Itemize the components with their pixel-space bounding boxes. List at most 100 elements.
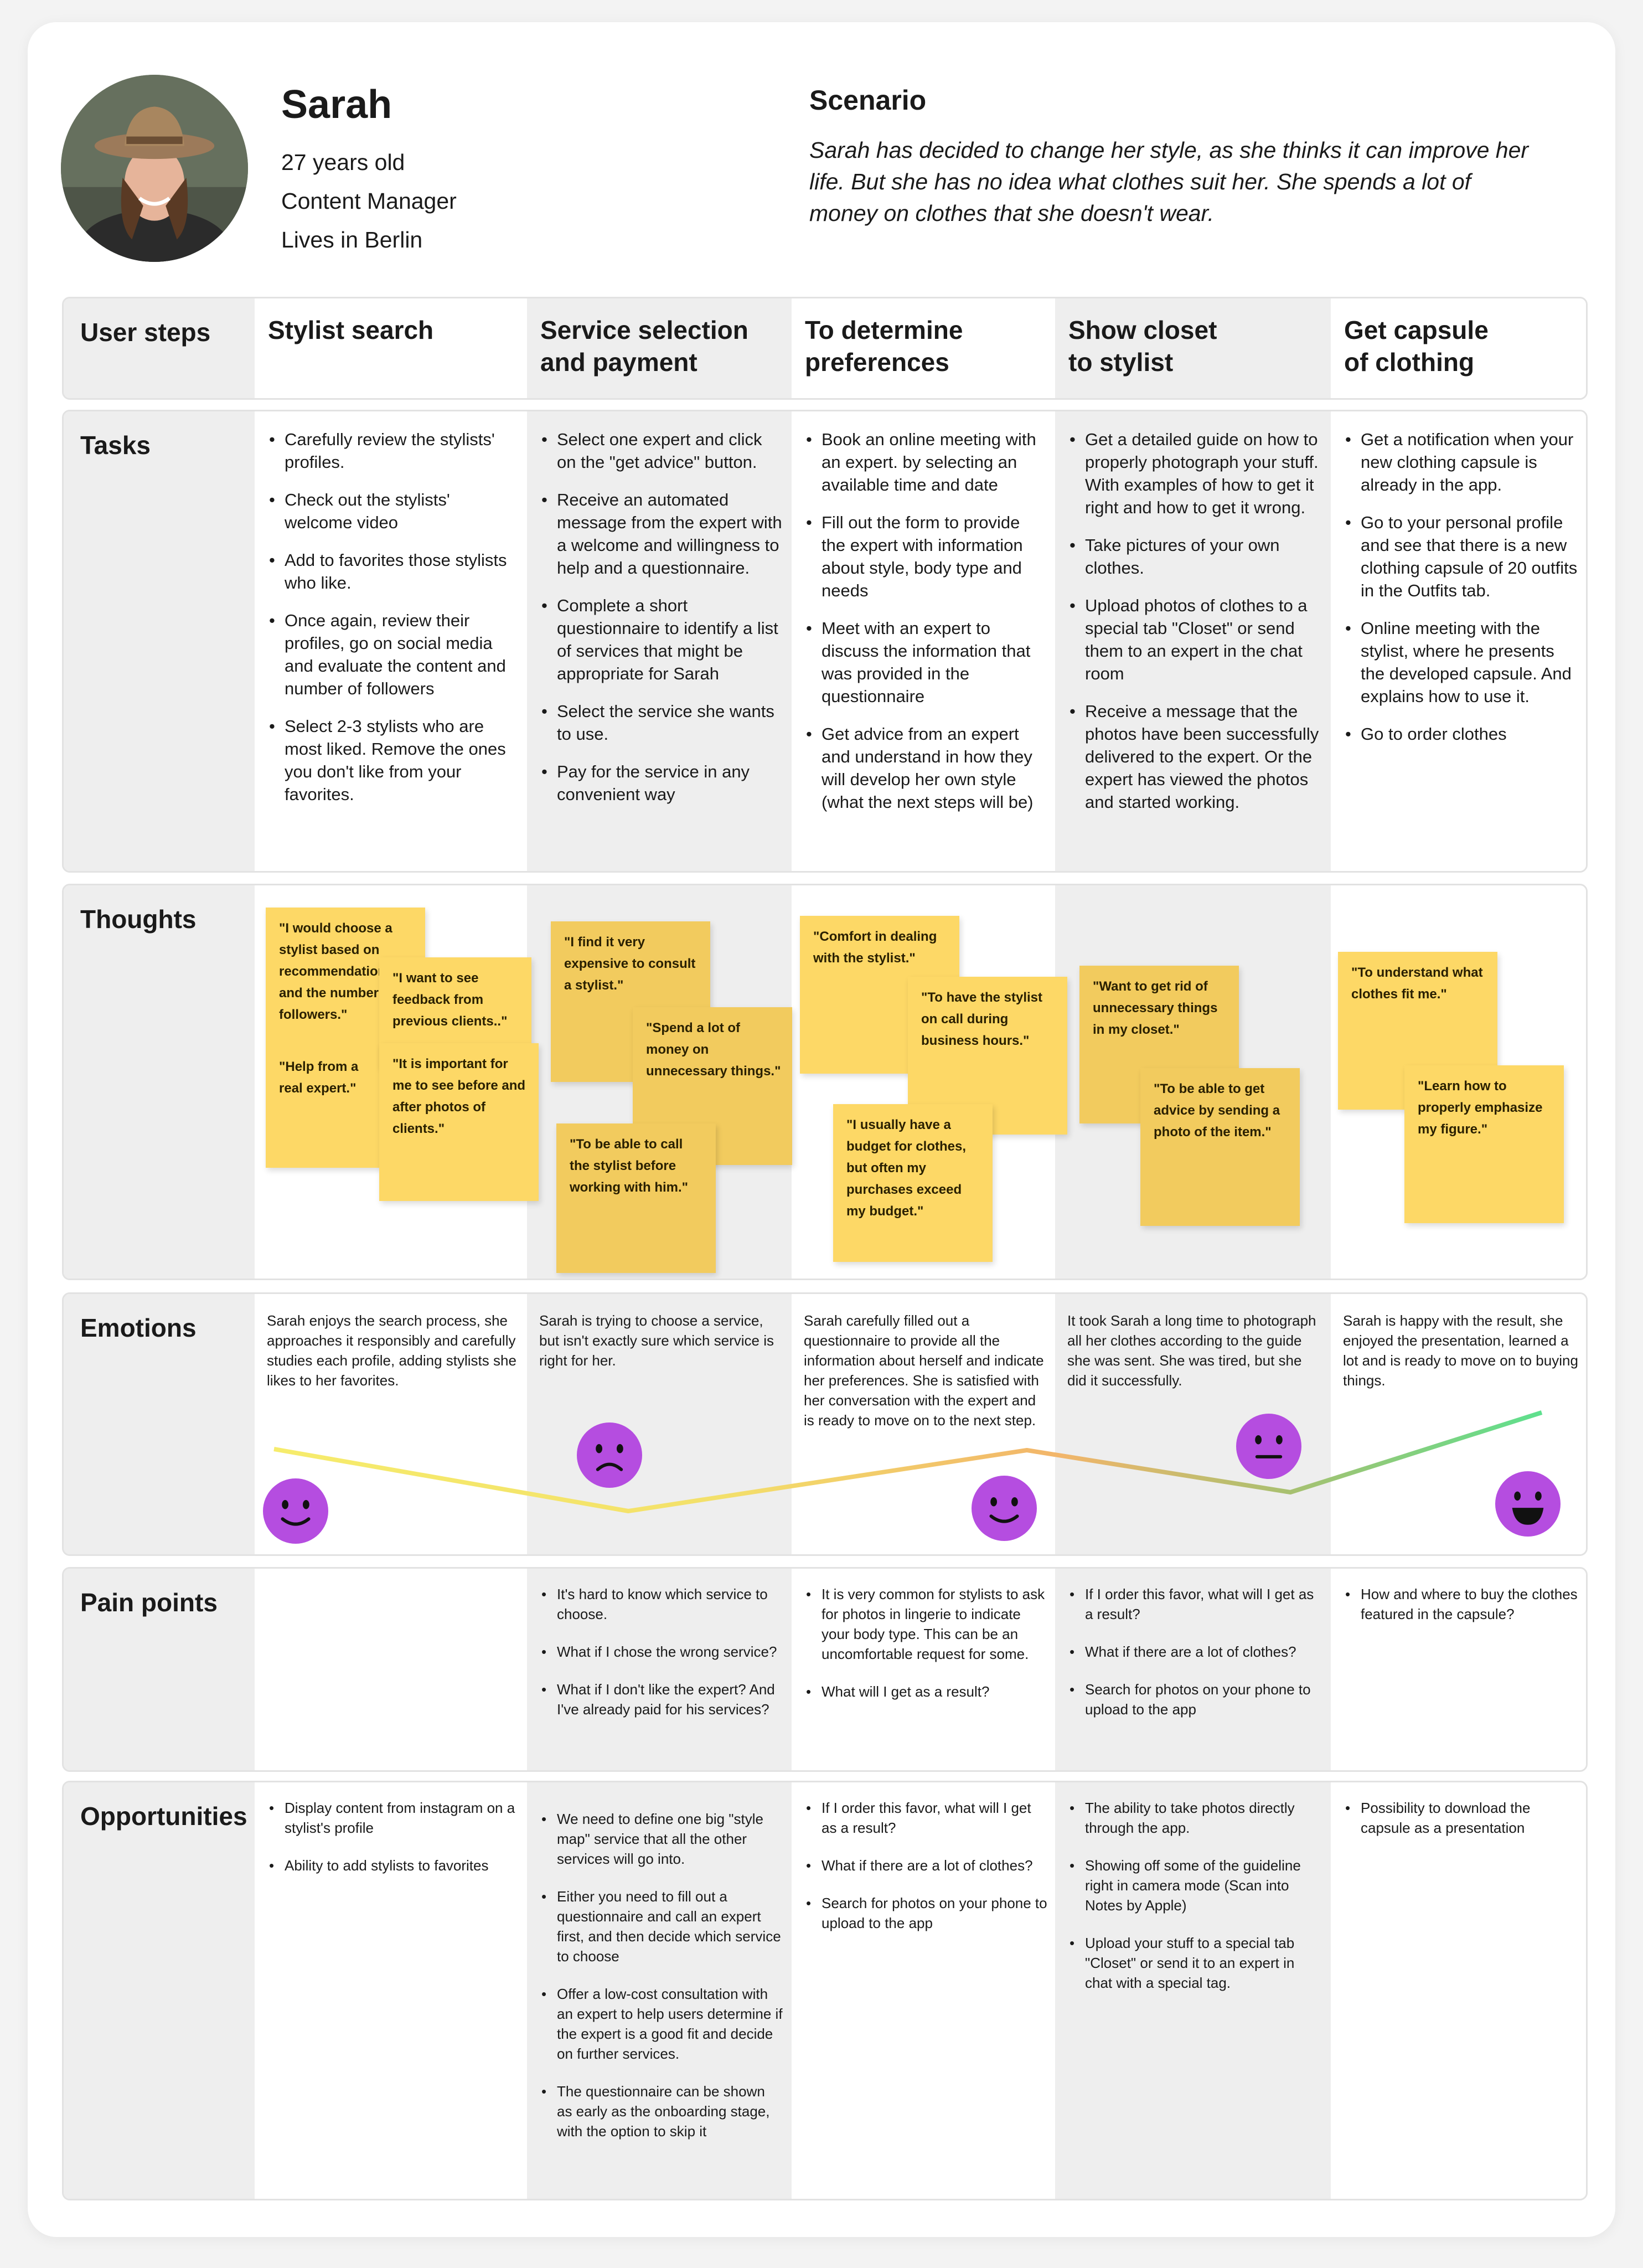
pain-point-item: How and where to buy the clothes feature…: [1343, 1584, 1578, 1624]
opportunity-item: We need to define one big "style map" se…: [539, 1809, 784, 1869]
pain-point-item: What if I don't like the expert? And I'v…: [539, 1679, 784, 1719]
step-title: Stylist search: [268, 316, 434, 344]
persona-location: Lives in Berlin: [281, 227, 423, 252]
task-item: Get advice from an expert and understand…: [804, 723, 1047, 813]
task-item: Add to favorites those stylists who like…: [267, 549, 519, 594]
sticky-note[interactable]: "I usually have a budget for clothes, bu…: [833, 1104, 993, 1262]
pain-point-item: What if there are a lot of clothes?: [1067, 1642, 1323, 1662]
thoughts-row: Thoughts "I would choose a stylist based…: [62, 884, 1588, 1280]
row-label-user-steps: User steps: [80, 318, 211, 347]
pain-point-item: If I order this favor, what will I get a…: [1067, 1584, 1323, 1624]
persona-age: 27 years old: [281, 150, 405, 175]
task-item: Go to order clothes: [1343, 723, 1578, 745]
user-steps-row: User steps Stylist search Service select…: [62, 297, 1588, 400]
opportunity-item: The questionnaire can be shown as early …: [539, 2081, 784, 2141]
row-label-opportunities: Opportunities: [80, 1802, 247, 1831]
row-label-pain-points: Pain points: [80, 1588, 218, 1617]
task-list: Get a notification when your new clothin…: [1343, 428, 1578, 760]
task-item: Get a detailed guide on how to properly …: [1067, 428, 1323, 519]
task-item: Carefully review the stylists' profiles.: [267, 428, 519, 473]
emotion-description: Sarah enjoys the search process, she app…: [267, 1312, 516, 1389]
task-item: Complete a short questionnaire to identi…: [539, 594, 784, 685]
sticky-note[interactable]: "To be able to call the stylist before w…: [556, 1123, 716, 1273]
opportunity-item: Offer a low-cost consultation with an ex…: [539, 1984, 784, 2064]
task-item: Select one expert and click on the "get …: [539, 428, 784, 473]
sticky-note[interactable]: "To be able to get advice by sending a p…: [1140, 1068, 1300, 1226]
task-list: Get a detailed guide on how to properly …: [1067, 428, 1323, 828]
grin-emoji-icon: [1495, 1471, 1561, 1537]
task-item: Take pictures of your own clothes.: [1067, 534, 1323, 579]
avatar-photo: [61, 75, 248, 262]
sad-emoji-icon: [577, 1422, 642, 1488]
pain-points-row: Pain points It's hard to know which serv…: [62, 1567, 1588, 1772]
pain-point-item: What if I chose the wrong service?: [539, 1642, 784, 1662]
opportunity-list: If I order this favor, what will I get a…: [804, 1798, 1047, 1951]
persona-job: Content Manager: [281, 188, 457, 214]
emotion-description: It took Sarah a long time to photograph …: [1067, 1312, 1316, 1389]
pain-point-list: How and where to buy the clothes feature…: [1343, 1584, 1578, 1642]
tasks-row: Tasks Carefully review the stylists' pro…: [62, 410, 1588, 873]
task-item: Fill out the form to provide the expert …: [804, 511, 1047, 602]
pain-point-list: If I order this favor, what will I get a…: [1067, 1584, 1323, 1737]
opportunities-row: Opportunities Display content from insta…: [62, 1781, 1588, 2200]
opportunity-item: Either you need to fill out a questionna…: [539, 1886, 784, 1966]
pain-point-item: Search for photos on your phone to uploa…: [1067, 1679, 1323, 1719]
smile-emoji-icon: [263, 1478, 328, 1544]
opportunity-list: Display content from instagram on a styl…: [267, 1798, 519, 1893]
task-item: Receive a message that the photos have b…: [1067, 700, 1323, 813]
task-list: Select one expert and click on the "get …: [539, 428, 784, 821]
task-item: Select 2-3 stylists who are most liked. …: [267, 715, 519, 806]
task-item: Check out the stylists' welcome video: [267, 488, 519, 534]
pain-point-item: It is very common for stylists to ask fo…: [804, 1584, 1047, 1664]
opportunity-list: We need to define one big "style map" se…: [539, 1809, 784, 2159]
task-item: Receive an automated message from the ex…: [539, 488, 784, 579]
pain-point-item: What will I get as a result?: [804, 1682, 1047, 1702]
task-list: Book an online meeting with an expert. b…: [804, 428, 1047, 828]
row-label-thoughts: Thoughts: [80, 905, 197, 934]
persona-name: Sarah: [281, 83, 392, 127]
task-item: Pay for the service in any convenient wa…: [539, 760, 784, 806]
opportunity-item: The ability to take photos directly thro…: [1067, 1798, 1323, 1838]
task-item: Go to your personal profile and see that…: [1343, 511, 1578, 602]
sticky-note[interactable]: "Learn how to properly emphasize my figu…: [1404, 1065, 1564, 1223]
smile-emoji-icon: [972, 1476, 1037, 1541]
opportunity-item: Display content from instagram on a styl…: [267, 1798, 519, 1838]
sticky-note[interactable]: "It is important for me to see before an…: [379, 1043, 539, 1201]
opportunity-item: Upload your stuff to a special tab "Clos…: [1067, 1933, 1323, 1993]
task-item: Upload photos of clothes to a special ta…: [1067, 594, 1323, 685]
sticky-note[interactable]: "Help from a real expert.": [266, 1046, 376, 1162]
scenario-title: Scenario: [809, 85, 927, 116]
scenario-text: Sarah has decided to change her style, a…: [809, 137, 1529, 226]
pain-point-list: It is very common for stylists to ask fo…: [804, 1584, 1047, 1719]
neutral-emoji-icon: [1236, 1414, 1301, 1479]
opportunity-item: Search for photos on your phone to uploa…: [804, 1893, 1047, 1933]
row-label-emotions: Emotions: [80, 1313, 197, 1342]
opportunity-item: Possibility to download the capsule as a…: [1343, 1798, 1578, 1838]
emotion-description: Sarah is trying to choose a service, but…: [539, 1312, 774, 1369]
task-list: Carefully review the stylists' profiles.…: [267, 428, 519, 821]
emotion-description: Sarah carefully filled out a questionnai…: [804, 1312, 1044, 1429]
pain-point-item: It's hard to know which service to choos…: [539, 1584, 784, 1624]
opportunity-item: Ability to add stylists to favorites: [267, 1855, 519, 1875]
opportunity-item: What if there are a lot of clothes?: [804, 1855, 1047, 1875]
emotion-description: Sarah is happy with the result, she enjo…: [1343, 1312, 1578, 1389]
opportunity-item: Showing off some of the guideline right …: [1067, 1855, 1323, 1915]
opportunity-list: Possibility to download the capsule as a…: [1343, 1798, 1578, 1855]
task-item: Online meeting with the stylist, where h…: [1343, 617, 1578, 708]
task-item: Get a notification when your new clothin…: [1343, 428, 1578, 496]
sticky-note[interactable]: "Comfort in dealing with the stylist.": [800, 916, 959, 1074]
task-item: Select the service she wants to use.: [539, 700, 784, 745]
persona-avatar: [61, 75, 248, 262]
emotion-curve: [273, 1410, 1543, 1513]
row-label-tasks: Tasks: [80, 431, 151, 460]
opportunity-list: The ability to take photos directly thro…: [1067, 1798, 1323, 2011]
emotions-row: Emotions Sarah enjoys the search process…: [62, 1292, 1588, 1556]
task-item: Book an online meeting with an expert. b…: [804, 428, 1047, 496]
task-item: Once again, review their profiles, go on…: [267, 609, 519, 700]
task-item: Meet with an expert to discuss the infor…: [804, 617, 1047, 708]
pain-point-list: It's hard to know which service to choos…: [539, 1584, 784, 1737]
